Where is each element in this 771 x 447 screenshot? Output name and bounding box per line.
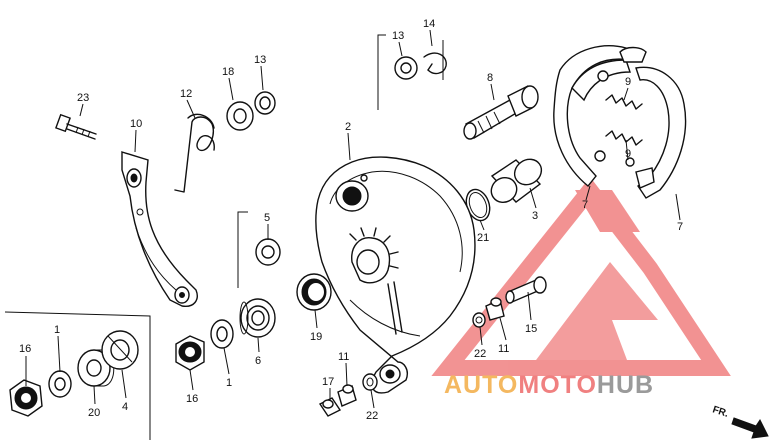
part-labels: 23 10 12 18 13 13 14 8 9 9 7 7 2 3 21 5 … xyxy=(19,18,683,422)
spring-12 xyxy=(174,113,215,193)
label-19: 19 xyxy=(310,331,322,343)
label-23: 23 xyxy=(77,92,89,104)
cap-17 xyxy=(318,397,342,417)
bushing-3 xyxy=(490,158,543,204)
svg-text:AUTOMOTOHUB: AUTOMOTOHUB xyxy=(444,371,654,399)
label-12: 12 xyxy=(180,88,192,100)
watermark-auto: AUTO xyxy=(444,371,518,399)
label-16-right: 16 xyxy=(186,393,198,405)
bolt-15 xyxy=(505,276,547,304)
label-3: 3 xyxy=(532,210,538,222)
brake-panel-2 xyxy=(315,156,476,394)
dust-seal-19 xyxy=(296,273,332,311)
washer-18 xyxy=(226,101,254,131)
automotohub-logo-icon xyxy=(431,177,731,376)
brake-cam-8 xyxy=(463,85,539,140)
label-6: 6 xyxy=(255,355,261,367)
nipple-11b xyxy=(337,384,357,407)
label-9-top: 9 xyxy=(625,76,631,88)
washer-22a xyxy=(472,312,486,328)
label-14: 14 xyxy=(423,18,435,30)
direction-label: FR. xyxy=(711,404,730,420)
group-bracket-1-4 xyxy=(4,311,151,440)
label-15: 15 xyxy=(525,323,537,335)
washer-1a xyxy=(48,370,72,398)
label-16-left: 16 xyxy=(19,343,31,355)
label-1-left: 1 xyxy=(54,324,60,336)
label-17: 17 xyxy=(322,376,334,388)
brake-arm-10 xyxy=(121,151,198,307)
label-11-right: 11 xyxy=(498,343,509,355)
label-7-right: 7 xyxy=(677,221,683,233)
label-2: 2 xyxy=(345,121,351,133)
label-11-left: 11 xyxy=(338,351,349,363)
label-13-top: 13 xyxy=(392,30,404,42)
spacer-20 xyxy=(77,349,115,387)
group-bracket-5 xyxy=(237,211,248,288)
label-9-bottom: 9 xyxy=(625,148,631,160)
seal-13b xyxy=(394,56,418,80)
watermark-text: AUTOMOTOHUB xyxy=(444,371,654,399)
arrow-icon xyxy=(731,417,769,439)
bolt-23 xyxy=(55,113,97,140)
label-22-left: 22 xyxy=(366,410,378,422)
group-bracket-13-14 xyxy=(377,34,444,110)
label-10: 10 xyxy=(130,118,142,130)
bearing-6 xyxy=(239,298,276,338)
watermark-moto: MOTO xyxy=(518,371,597,399)
nipple-11a xyxy=(485,297,505,321)
clip-14 xyxy=(423,52,447,75)
seal-13a xyxy=(254,91,276,115)
front-direction-arrow: FR. xyxy=(711,404,769,439)
label-1-right: 1 xyxy=(226,377,232,389)
collar-1b xyxy=(210,319,234,349)
label-22-right: 22 xyxy=(474,348,486,360)
label-7-left: 7 xyxy=(582,199,588,211)
label-5: 5 xyxy=(264,212,270,224)
watermark-hub: HUB xyxy=(597,371,654,399)
label-20: 20 xyxy=(88,407,100,419)
axle-nut-16a xyxy=(9,379,43,417)
label-8: 8 xyxy=(487,72,493,84)
label-18: 18 xyxy=(222,66,234,78)
brake-shoe-assembly xyxy=(553,45,687,199)
label-4: 4 xyxy=(122,401,128,413)
label-21: 21 xyxy=(477,232,489,244)
seal-5 xyxy=(255,238,281,266)
label-13-left: 13 xyxy=(254,54,266,66)
axle-nut-16b xyxy=(175,335,205,371)
collar-4 xyxy=(101,330,139,370)
washer-22b xyxy=(362,373,378,391)
leader-lines xyxy=(25,29,681,409)
